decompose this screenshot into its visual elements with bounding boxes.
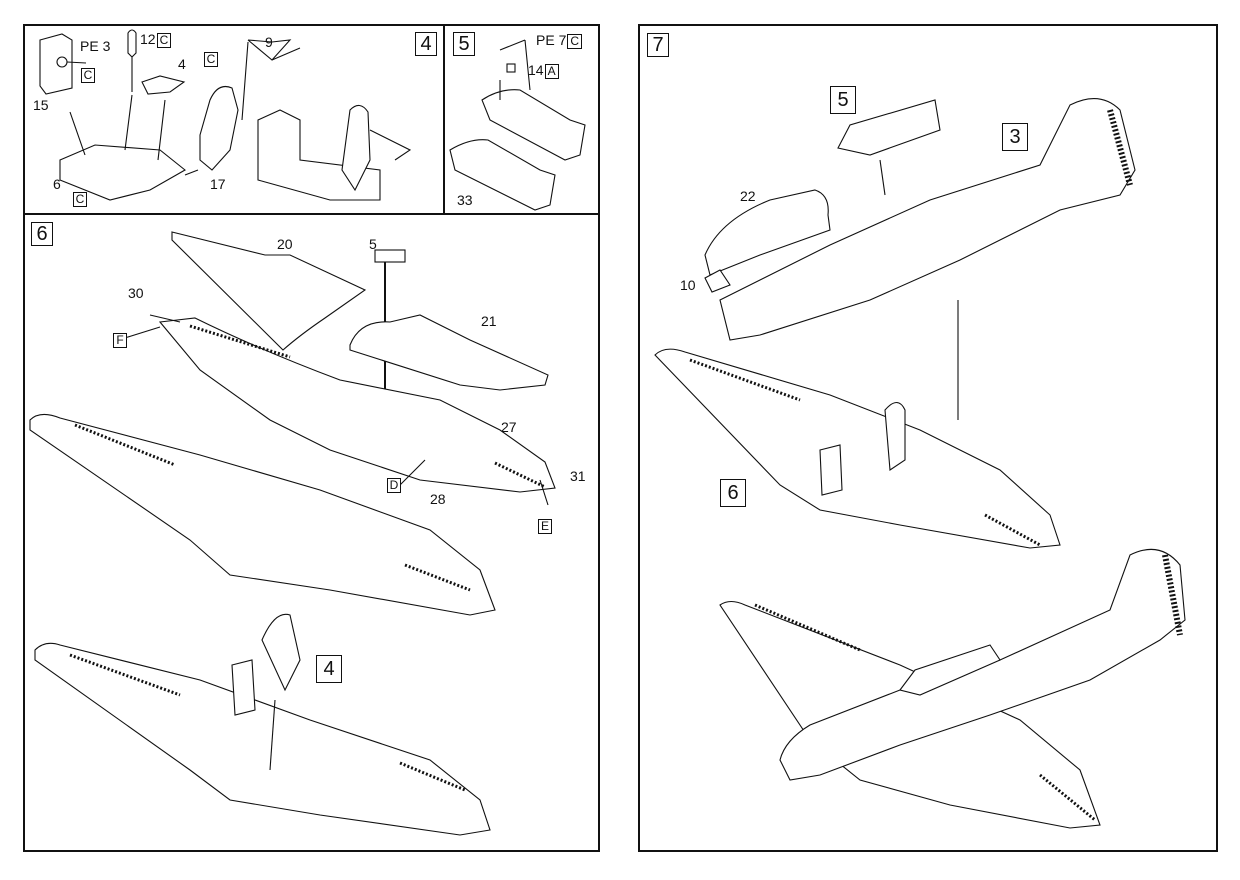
part-label-10: 10 (680, 277, 696, 293)
part-14 (506, 63, 516, 73)
subassembly-ref-5: 5 (830, 86, 856, 114)
control-stick-part-12 (127, 29, 137, 92)
part-label-31: 31 (570, 468, 586, 484)
part-label-27: 27 (501, 419, 517, 435)
cowling-part-22 (704, 189, 831, 276)
part-number-14: 14 (528, 62, 544, 78)
completed-aircraft-canopy (899, 644, 1001, 696)
wing-assembly-ref-6 (654, 348, 1061, 549)
sprue-tag-6: C (73, 192, 87, 207)
seat-part-17 (199, 85, 239, 171)
cockpit-floor-part-6 (59, 144, 186, 201)
part-label-pe3: PE 3 (80, 38, 111, 54)
part-number-pe7: PE 7 (536, 32, 567, 48)
part-label-22: 22 (740, 188, 756, 204)
subassembly-ref-6: 6 (720, 479, 746, 507)
sprue-tag-14: A (544, 64, 559, 79)
step-4-drawing (39, 29, 412, 201)
gunsight (56, 56, 68, 68)
rudder-pedals-part-4 (141, 75, 186, 95)
canopy-part-33-upper (481, 89, 586, 161)
subassembly-ref-4: 4 (316, 655, 342, 683)
spinner-part-10 (704, 269, 731, 293)
callout-d: D (387, 478, 401, 493)
part-label-5: 5 (369, 236, 377, 252)
sprue-tag-c: C (204, 52, 218, 67)
callout-f: F (113, 333, 127, 348)
part-label-6: 6 (53, 176, 61, 192)
wing-upper-left-part-20 (171, 231, 367, 351)
sprue-tag-12: C (156, 33, 172, 48)
part-label-33: 33 (457, 192, 473, 208)
sprue-tag-pe3: C (81, 68, 95, 83)
subassembly-ref-3: 3 (1002, 123, 1028, 151)
seat-frame-part-9 (247, 39, 301, 61)
step-4-number: 4 (415, 32, 437, 56)
step-7-drawing (654, 98, 1186, 829)
part-label-21: 21 (481, 313, 497, 329)
part-label-20: 20 (277, 236, 293, 252)
part-label-17: 17 (210, 176, 226, 192)
part-label-30: 30 (128, 285, 144, 301)
step-6-drawing (29, 231, 556, 836)
wing-lower-part-27 (158, 317, 556, 493)
canopy-part-33-lower (449, 139, 556, 211)
sprue-tag-pe7: C (567, 34, 583, 49)
wing-assembled-bottom (34, 642, 491, 836)
part-number-12: 12 (140, 31, 156, 47)
step-7-number: 7 (647, 33, 669, 57)
instrument-panel-part-15 (39, 33, 73, 95)
completed-aircraft-fuselage (779, 548, 1186, 781)
wing-upper-right-part-21 (349, 314, 549, 391)
part-label-15: 15 (33, 97, 49, 113)
step-6-number: 6 (31, 222, 53, 246)
part-label-4: 4 (178, 56, 186, 72)
wing-assembled-mid (29, 413, 496, 616)
canopy-ref-5 (837, 99, 941, 156)
callout-e: E (538, 519, 552, 534)
step-5-drawing (449, 39, 586, 211)
part-label-28: 28 (430, 491, 446, 507)
radiator-part-5 (374, 249, 406, 263)
fuselage-ref-3 (719, 98, 1136, 341)
step-5-number: 5 (453, 32, 475, 56)
part-label-9: 9 (265, 34, 273, 50)
cockpit-subassembly-ref-4 (231, 659, 256, 716)
